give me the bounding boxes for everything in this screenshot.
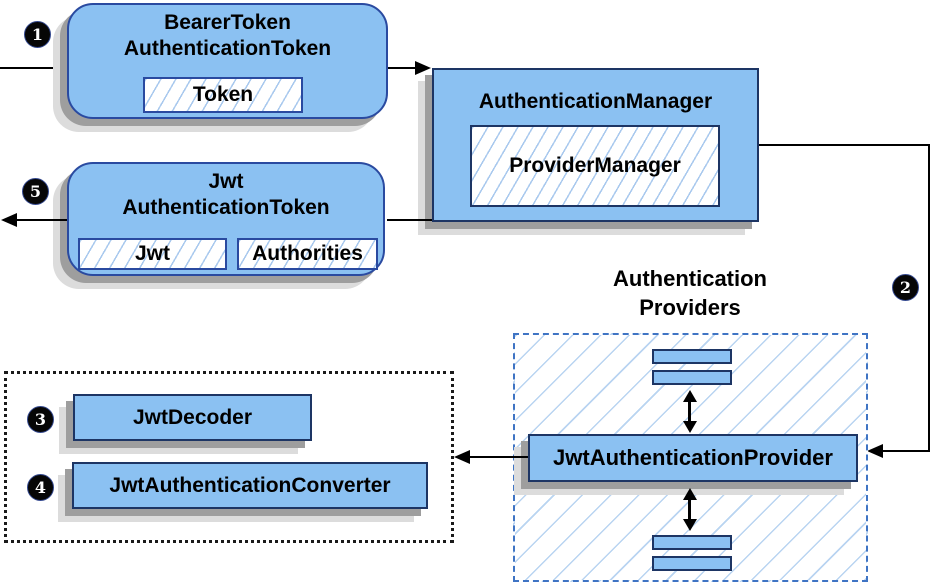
- token-chip: Token: [143, 77, 303, 113]
- bearer-token-authentication-token-node: BearerToken AuthenticationToken Token: [67, 3, 388, 119]
- jwt-chip-label: Jwt: [134, 242, 170, 265]
- provider-stack-rect-top-2: [652, 370, 732, 385]
- authorities-chip-label: Authorities: [252, 242, 363, 265]
- bearer-to-manager-arrowhead-icon: [415, 61, 431, 75]
- jwt-decoder-node: JwtDecoder: [73, 394, 312, 441]
- step-1-badge: 1: [24, 21, 51, 48]
- jwt-authentication-token-node: Jwt AuthenticationToken Jwt Authorities: [67, 162, 385, 276]
- authentication-manager-title: AuthenticationManager: [478, 90, 713, 113]
- provider-stack-rect-bottom-1: [652, 535, 732, 550]
- provider-stack-rect-top-1: [652, 349, 732, 364]
- jwt-decoder-label: JwtDecoder: [132, 405, 253, 429]
- provider-to-helpers-arrowhead-icon: [454, 450, 470, 464]
- jwt-authentication-provider-node: JwtAuthenticationProvider: [528, 434, 858, 482]
- step-2-badge: 2: [892, 274, 919, 301]
- provider-to-helpers-line: [469, 456, 528, 458]
- jwt-helpers-group: [4, 371, 454, 543]
- bearer-token-node-title: BearerToken AuthenticationToken: [69, 5, 386, 62]
- step-3-badge: 3: [27, 406, 54, 433]
- jwt-token-node-title: Jwt AuthenticationToken: [69, 164, 383, 221]
- step-2-number: 2: [899, 277, 912, 297]
- authentication-providers-label-line2: Providers: [639, 295, 741, 320]
- manager-to-jwt-token-line: [387, 219, 432, 221]
- incoming-request-line: [0, 67, 67, 69]
- token-chip-label: Token: [192, 83, 254, 106]
- manager-to-provider-line-top: [759, 144, 929, 146]
- jwt-token-title-line2: AuthenticationToken: [122, 196, 330, 219]
- step-4-badge: 4: [27, 474, 54, 501]
- step-1-number: 1: [31, 24, 44, 44]
- bidirectional-arrow-bottom-down-icon: [683, 519, 697, 531]
- jwt-token-title-line1: Jwt: [208, 170, 244, 193]
- outgoing-result-arrowhead-icon: [1, 213, 17, 227]
- jwt-authentication-converter-label: JwtAuthenticationConverter: [109, 473, 391, 497]
- step-5-number: 5: [29, 181, 42, 201]
- step-3-number: 3: [34, 409, 47, 429]
- bidirectional-arrow-bottom-up-icon: [683, 488, 697, 500]
- authorities-chip: Authorities: [237, 238, 378, 270]
- authentication-providers-label-line1: Authentication: [613, 266, 767, 291]
- bidirectional-arrow-top-down-icon: [683, 421, 697, 433]
- manager-to-provider-arrowhead-icon: [867, 444, 883, 458]
- provider-manager-chip: ProviderManager: [470, 125, 720, 207]
- bearer-to-manager-line: [388, 67, 417, 69]
- manager-to-provider-line-right: [928, 144, 930, 452]
- bidirectional-arrow-top-line: [688, 400, 691, 422]
- bidirectional-arrow-bottom-line: [688, 498, 691, 520]
- step-5-badge: 5: [22, 178, 49, 205]
- outgoing-result-line: [16, 219, 67, 221]
- authentication-manager-node: AuthenticationManager ProviderManager: [432, 68, 759, 222]
- manager-to-provider-line-bottom: [881, 450, 929, 452]
- bearer-token-title-line2: AuthenticationToken: [123, 37, 332, 60]
- bearer-token-title-line1: BearerToken: [164, 11, 291, 34]
- bidirectional-arrow-top-up-icon: [683, 390, 697, 402]
- provider-manager-label: ProviderManager: [509, 154, 681, 177]
- step-4-number: 4: [34, 477, 47, 497]
- jwt-authentication-converter-node: JwtAuthenticationConverter: [72, 462, 428, 509]
- provider-stack-rect-bottom-2: [652, 556, 732, 571]
- authentication-providers-label: Authentication Providers: [540, 264, 840, 322]
- jwt-authentication-provider-label: JwtAuthenticationProvider: [553, 445, 833, 470]
- jwt-chip: Jwt: [78, 238, 227, 270]
